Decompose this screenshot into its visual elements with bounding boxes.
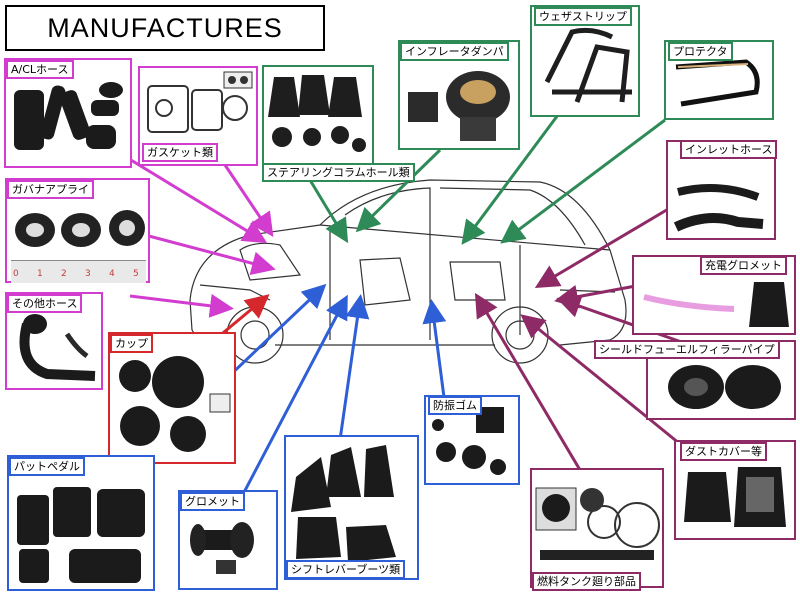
label-inlet-hose: インレットホース xyxy=(680,140,778,159)
gasket-image xyxy=(147,71,253,133)
pad-pedal-image xyxy=(17,487,145,583)
anti-vibration-image xyxy=(432,407,506,475)
label-shift-lever-boots: シフトレバーブーツ類 xyxy=(286,560,406,579)
label-shield-filler-pipe: シールドフューエルフィラーパイプ xyxy=(594,340,780,359)
label-ac-hose: A/CLホース xyxy=(6,60,74,79)
protector-image xyxy=(675,59,760,107)
steering-column-panel xyxy=(262,65,374,165)
shield-filler-pipe-image xyxy=(668,365,781,409)
label-grommet: グロメット xyxy=(180,492,245,511)
label-inflator-damper: インフレータダンパ xyxy=(400,42,509,61)
label-anti-vibration: 防振ゴム xyxy=(428,396,482,415)
page-title: MANUFACTURES xyxy=(5,5,325,51)
cup-panel xyxy=(108,332,236,464)
governor-image xyxy=(15,210,145,247)
cup-image xyxy=(119,356,231,452)
inflator-damper-image xyxy=(408,71,510,141)
fuel-tank-parts-image xyxy=(535,487,660,560)
ruler-tick: 0 xyxy=(13,269,19,279)
ruler-tick: 5 xyxy=(133,269,139,279)
grommet-image xyxy=(190,522,254,574)
ruler: 0 1 2 3 4 5 xyxy=(11,260,146,283)
label-governor-supply: ガバナアプライ xyxy=(7,180,94,199)
inlet-hose-image xyxy=(673,184,764,232)
ruler-tick: 1 xyxy=(37,269,43,279)
label-steering-column: ステアリングコラムホール類 xyxy=(262,163,415,182)
label-protector: プロテクタ xyxy=(668,42,733,61)
ruler-tick: 2 xyxy=(61,269,67,279)
other-hose-image xyxy=(19,314,96,381)
label-cup: カップ xyxy=(110,334,153,353)
pad-pedal-panel xyxy=(7,455,155,591)
weather-strip-image xyxy=(544,27,632,103)
label-dust-cover: ダストカバー等 xyxy=(680,442,767,461)
steering-column-image xyxy=(268,75,366,152)
dust-cover-image xyxy=(684,467,786,527)
ruler-tick: 4 xyxy=(109,269,115,279)
ruler-tick: 3 xyxy=(85,269,91,279)
label-other-hose: その他ホース xyxy=(7,294,83,313)
label-fuel-tank-parts: 燃料タンク廻り部品 xyxy=(532,572,641,591)
label-pad-pedal: パットペダル xyxy=(9,457,85,476)
shift-lever-boots-image xyxy=(291,445,396,562)
label-gasket: ガスケット類 xyxy=(142,143,218,162)
label-charge-grommet: 充電グロメット xyxy=(700,256,787,275)
ac-hose-image xyxy=(14,82,123,150)
label-weather-strip: ウェザストリップ xyxy=(534,7,632,26)
charge-grommet-image xyxy=(643,282,789,327)
shift-lever-boots-panel xyxy=(284,435,419,580)
fuel-tank-parts-panel xyxy=(530,468,664,588)
